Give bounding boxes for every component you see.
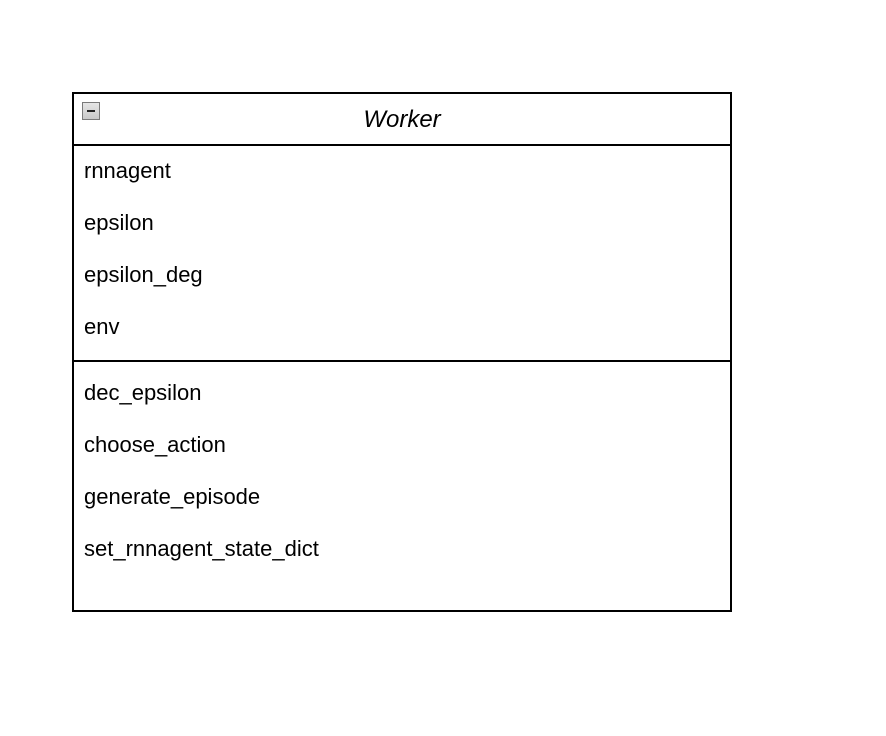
uml-class-worker[interactable]: Worker rnnagent epsilon epsilon_deg env … — [72, 92, 732, 612]
minus-glyph — [87, 110, 95, 112]
attributes-compartment: rnnagent epsilon epsilon_deg env — [74, 146, 730, 362]
class-header: Worker — [74, 94, 730, 146]
operation-set-rnnagent-state-dict: set_rnnagent_state_dict — [84, 536, 319, 561]
minus-square-icon[interactable] — [82, 102, 100, 120]
operation-generate-episode: generate_episode — [84, 484, 261, 509]
attribute-env: env — [84, 314, 120, 339]
attribute-rnnagent: rnnagent — [84, 158, 171, 183]
class-name: Worker — [363, 106, 441, 133]
operation-choose-action: choose_action — [84, 432, 226, 457]
attribute-epsilon: epsilon — [84, 210, 154, 235]
operation-dec-epsilon: dec_epsilon — [84, 380, 202, 405]
attribute-epsilon-deg: epsilon_deg — [84, 262, 203, 287]
operations-compartment: dec_epsilon choose_action generate_episo… — [74, 362, 730, 588]
